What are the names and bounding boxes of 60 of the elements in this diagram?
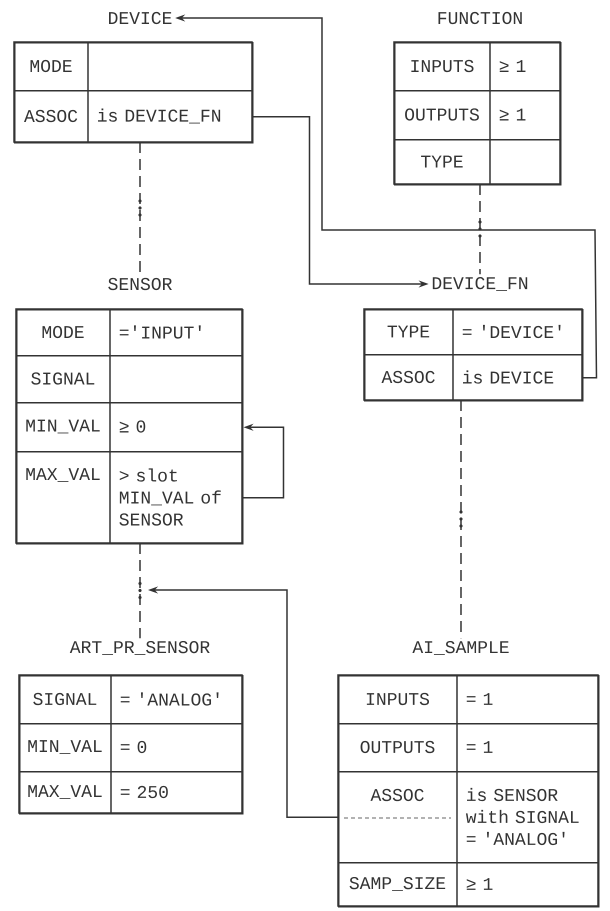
slot-value: = 250 (120, 786, 168, 798)
slot-name: ASSOC (382, 370, 435, 384)
slot-name: OUTPUTS (405, 108, 479, 121)
table-row (14, 42, 254, 92)
table-row (394, 42, 562, 92)
slot-name: MIN_VAL (28, 740, 102, 754)
slot-name: INPUTS (411, 60, 474, 72)
frame-title: ART_PR_SENSOR (70, 641, 210, 655)
slot-name: ASSOC (24, 110, 78, 122)
slot-name: MODE (30, 60, 72, 72)
slot-value: = 1 (466, 693, 492, 705)
slot-value: > slot MIN_VAL of SENSOR (119, 468, 221, 526)
table-row (364, 354, 584, 402)
slot-value: ≥ 1 (500, 60, 526, 72)
slot-value: = 1 (466, 741, 492, 753)
inheritance-line (459, 400, 463, 638)
slot-name: SIGNAL (33, 692, 96, 706)
frame-title: FUNCTION (438, 12, 522, 24)
slot-value: = 'DEVICE' (462, 324, 561, 338)
table-row (19, 771, 244, 814)
slot-value: is DEVICE_FN (98, 108, 220, 124)
table-row (16, 402, 244, 452)
slot-name: MAX_VAL (26, 468, 100, 482)
table-row (16, 309, 244, 356)
table-row (394, 139, 562, 186)
slot-name: INPUTS (366, 692, 429, 706)
slot-value: ='INPUT' (120, 325, 201, 339)
slot-name: ASSOC (370, 788, 424, 802)
table-row (16, 451, 244, 544)
slot-value: = 0 (120, 740, 146, 754)
slot-name: MIN_VAL (26, 420, 100, 434)
table-row (14, 90, 254, 144)
table-row (16, 355, 244, 404)
frame-title: AI_SAMPLE (412, 641, 509, 655)
frame-title: DEVICE_FN (432, 277, 528, 291)
table-row (338, 675, 600, 724)
slot-value: ≥ 0 (120, 420, 146, 433)
slot-name: SAMP_SIZE (350, 877, 446, 891)
frame-title: SENSOR (108, 278, 172, 290)
table-row (338, 771, 600, 864)
inheritance-line (138, 543, 142, 638)
slot-value: ≥ 1 (500, 108, 526, 120)
slot-name: TYPE (421, 156, 463, 168)
slot-name: SIGNAL (31, 372, 94, 385)
slot-value: is SENSOR with SIGNAL = 'ANALOG' (466, 788, 579, 846)
slot-value: = 'ANALOG' (120, 692, 219, 706)
slot-value: ≥ 1 (466, 878, 492, 890)
slot-name: MAX_VAL (28, 785, 102, 799)
table-row (19, 723, 244, 772)
slot-value: is DEVICE (463, 370, 554, 384)
slot-name: OUTPUTS (360, 740, 434, 754)
table-row (338, 862, 600, 908)
slot-name: TYPE (388, 326, 430, 338)
slot-name: MODE (42, 326, 84, 338)
inheritance-line (478, 184, 482, 274)
table-row (19, 675, 244, 724)
table-row (394, 90, 562, 140)
frame-title: DEVICE (109, 12, 172, 24)
table-row (364, 309, 584, 356)
table-row (338, 723, 600, 772)
